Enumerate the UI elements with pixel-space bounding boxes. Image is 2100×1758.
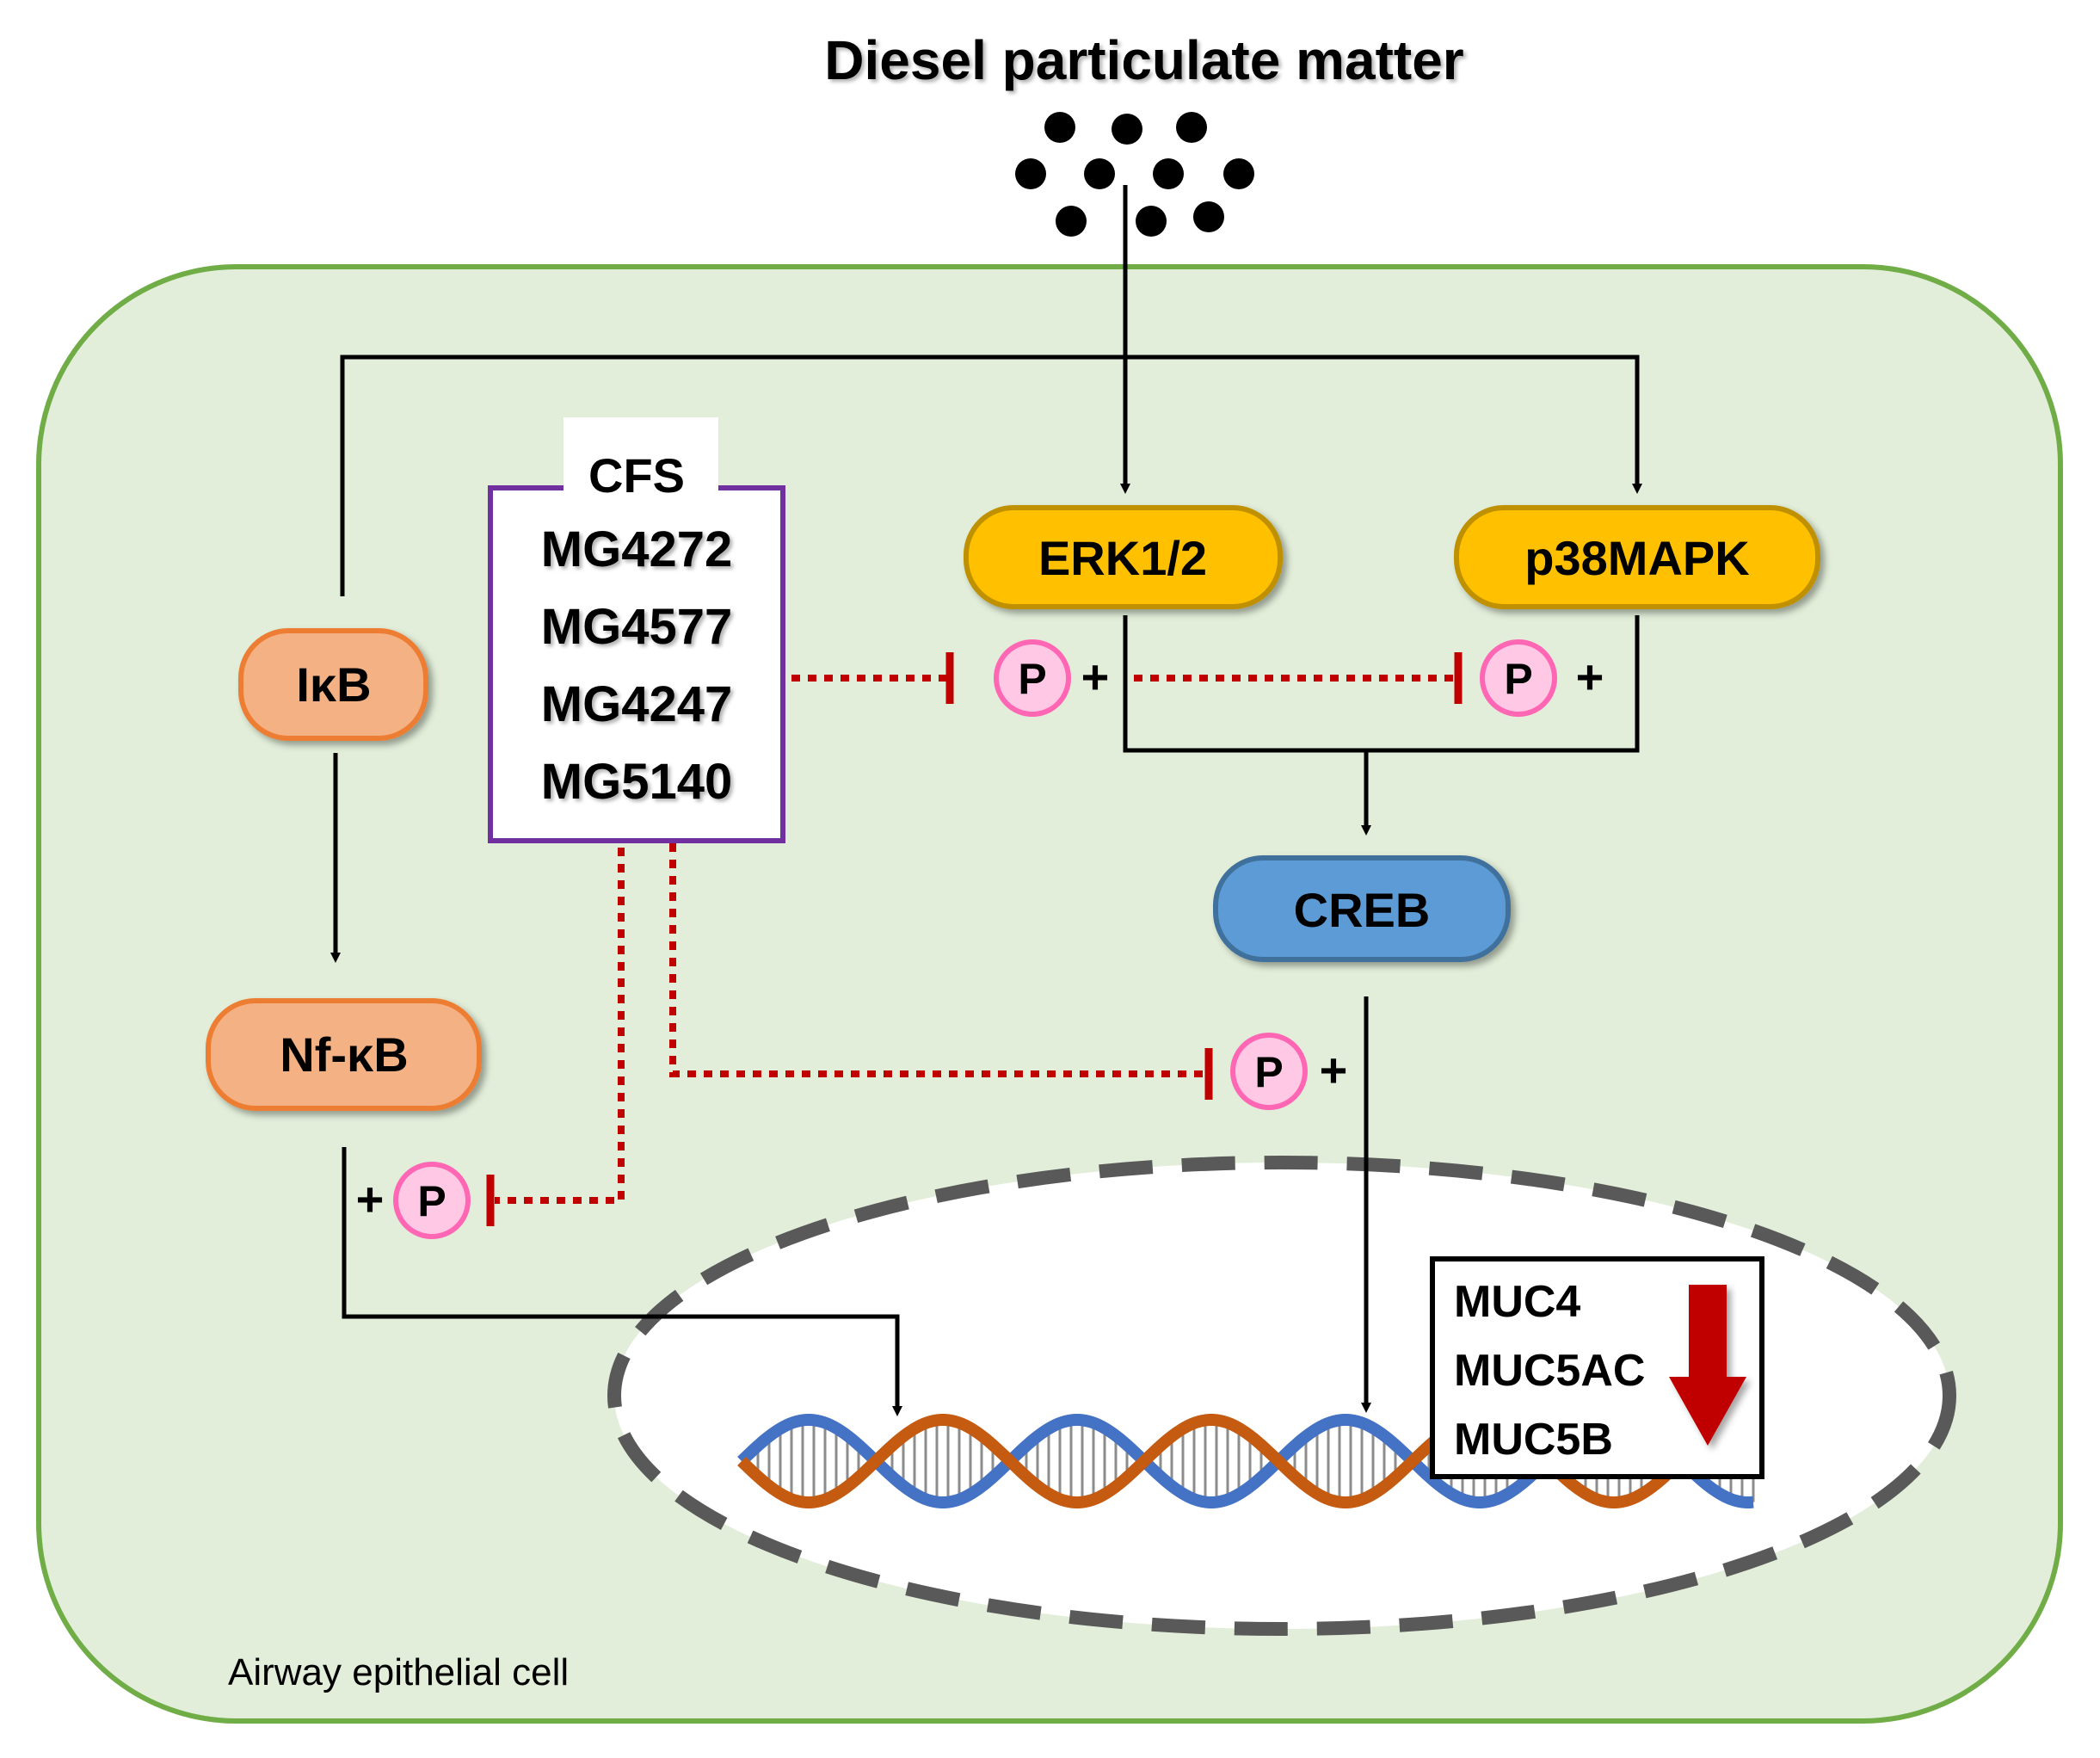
particle-dot: [1112, 114, 1142, 145]
treatment-item: MG4247: [541, 676, 732, 732]
phospho-erk: P +: [994, 639, 1110, 717]
down-arrow-icon: [1669, 1285, 1746, 1446]
nfkb-label: Nf-κB: [280, 1027, 408, 1082]
particle-dot: [1084, 158, 1115, 189]
particle-dot: [1136, 206, 1167, 237]
plus-sign: +: [1081, 650, 1110, 704]
particle-dot: [1193, 201, 1224, 232]
treatment-item: MG4272: [541, 521, 732, 577]
particle-dot: [1223, 158, 1254, 189]
plus-sign: +: [1576, 650, 1604, 704]
treatment-header: CFS: [588, 448, 685, 503]
creb-label: CREB: [1294, 883, 1431, 937]
creb-box: [1213, 855, 1511, 962]
phospho-creb: P +: [1230, 1033, 1348, 1110]
gene-label: MUC5B: [1454, 1415, 1613, 1465]
node-nfkb: Nf-κB: [206, 998, 482, 1111]
treatment-box: CFS MG4272 MG4577 MG4247 MG5140: [488, 417, 785, 843]
nfkb-box: [206, 998, 482, 1111]
treatment-box-border: [488, 485, 785, 843]
phospho-p38: P +: [1480, 639, 1604, 717]
phospho-label: P: [1504, 655, 1532, 703]
genes-box: MUC4 MUC5AC MUC5B: [1430, 1256, 1764, 1479]
cell-label: Airway epithelial cell: [228, 1651, 569, 1693]
node-creb: CREB: [1213, 855, 1511, 962]
line-kinases-merge: [1123, 615, 1640, 753]
node-ikb: IκB: [238, 628, 428, 741]
particle-dot: [1176, 112, 1207, 143]
particle-dot: [1056, 206, 1087, 237]
erk-label: ERK1/2: [1038, 531, 1207, 585]
phospho-circle: [1230, 1033, 1308, 1110]
phospho-label: P: [1254, 1048, 1283, 1096]
dna-strand-orange: [737, 1414, 1754, 1508]
node-erk: ERK1/2: [964, 505, 1283, 609]
diagram-title: Diesel particulate matter: [824, 29, 1463, 91]
inhibition-lines: [495, 675, 1454, 1204]
p38-label: p38MAPK: [1524, 531, 1749, 585]
treatment-item: MG5140: [541, 754, 732, 810]
inhibit-line-creb: [669, 843, 1204, 1077]
p38-box: [1454, 505, 1820, 609]
phospho-label: P: [417, 1177, 446, 1225]
activation-arrows: [330, 185, 1642, 1416]
plus-sign: +: [356, 1172, 385, 1226]
arrow-nfkb-to-dna: [342, 1147, 902, 1416]
particle-dots: [1015, 112, 1254, 237]
inhibition-bars: [486, 652, 1463, 1226]
arrow-branch-ikb-p38: [340, 355, 1642, 596]
erk-box: [964, 505, 1283, 609]
plus-sign: +: [1320, 1043, 1348, 1097]
treatment-header-bg: [563, 417, 718, 503]
treatment-item: MG4577: [541, 599, 732, 655]
gene-label: MUC5AC: [1454, 1346, 1645, 1396]
particle-dot: [1153, 158, 1184, 189]
phospho-circle: [393, 1162, 471, 1239]
particle-dot: [1015, 158, 1046, 189]
ikb-label: IκB: [296, 657, 371, 712]
phospho-nfkb: P +: [356, 1162, 471, 1239]
node-p38: p38MAPK: [1454, 505, 1820, 609]
inhibit-line-nfkb: [495, 848, 625, 1204]
ikb-box: [238, 628, 428, 741]
phospho-circle: [1480, 639, 1557, 717]
gene-label: MUC4: [1454, 1277, 1580, 1327]
particle-dot: [1044, 112, 1075, 143]
phospho-circle: [994, 639, 1071, 717]
phospho-label: P: [1018, 655, 1046, 703]
